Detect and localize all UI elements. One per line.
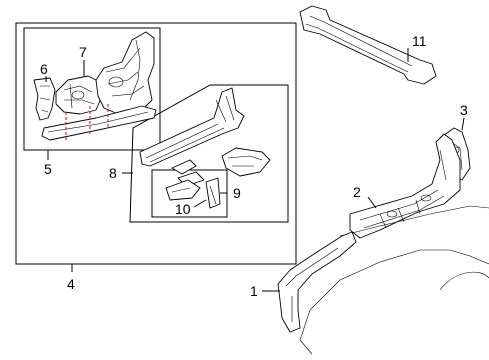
subassembly-8-frame [129, 84, 289, 223]
callout-5: 5 [44, 161, 52, 177]
callout-8: 8 [109, 165, 117, 181]
callout-2: 2 [353, 184, 361, 200]
part-1-fender-bracket [277, 231, 357, 333]
part-8-side-member [139, 87, 271, 187]
leader-lines [45, 48, 465, 292]
callout-labels: 1 2 3 4 5 6 7 8 9 10 11 [40, 33, 468, 299]
callout-11: 11 [412, 33, 427, 49]
callout-10: 10 [175, 201, 191, 217]
part-11-crossmember [299, 5, 437, 85]
part-7-reinforcement [55, 75, 103, 115]
callout-9: 9 [233, 185, 241, 201]
assembly-4-frame [15, 22, 297, 265]
callout-1: 1 [250, 283, 258, 299]
part-9-bracket [205, 177, 221, 209]
part-10-bracket [165, 179, 201, 201]
part-2-apron-panel [349, 133, 461, 239]
callout-4: 4 [67, 276, 75, 292]
part-6-bracket [33, 77, 56, 121]
callout-7: 7 [79, 44, 87, 60]
callout-6: 6 [40, 61, 48, 77]
fender-outline [299, 205, 489, 355]
part-5-apron [41, 31, 157, 141]
callout-3: 3 [460, 102, 468, 118]
subassembly-9-frame [151, 169, 228, 218]
